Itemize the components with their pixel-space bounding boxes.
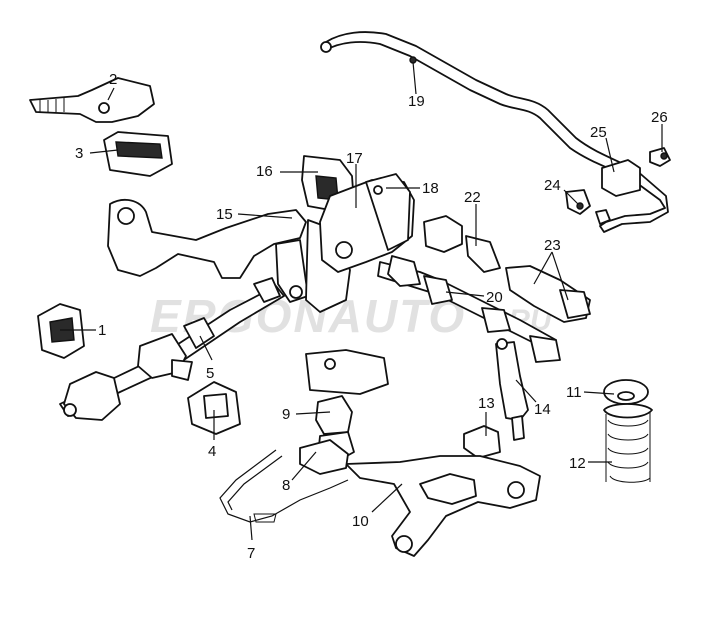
right-driveshaft xyxy=(377,215,591,363)
shock-absorber xyxy=(463,338,529,459)
callout-15: 15 xyxy=(216,206,233,223)
rubber-mounts xyxy=(37,303,389,463)
callout-16: 16 xyxy=(256,163,273,180)
callout-2: 2 xyxy=(109,71,117,88)
callout-labels: 1 2 3 4 5 7 8 9 10 11 12 13 14 15 16 17 … xyxy=(75,71,668,562)
left-driveshaft xyxy=(59,277,285,421)
lower-control-arm xyxy=(219,439,541,557)
callout-14: 14 xyxy=(534,401,551,418)
callout-18: 18 xyxy=(422,180,439,197)
callout-23: 23 xyxy=(544,237,561,254)
callout-26: 26 xyxy=(651,109,668,126)
callout-20: 20 xyxy=(486,289,503,306)
differential-assembly xyxy=(301,155,415,273)
callout-7: 7 xyxy=(247,545,255,562)
callout-13: 13 xyxy=(478,395,495,412)
callout-22: 22 xyxy=(464,189,481,206)
handbrake-lever xyxy=(29,77,155,123)
callout-17: 17 xyxy=(346,150,363,167)
callout-9: 9 xyxy=(282,406,290,423)
callout-10: 10 xyxy=(352,513,369,530)
callout-24: 24 xyxy=(544,177,561,194)
callout-12: 12 xyxy=(569,455,586,472)
rear-subframe xyxy=(107,198,351,313)
callout-1: 1 xyxy=(98,322,106,339)
callout-3: 3 xyxy=(75,145,83,162)
callout-4: 4 xyxy=(208,443,216,460)
callout-11: 11 xyxy=(566,384,582,401)
callout-19: 19 xyxy=(408,93,425,110)
mounting-bracket xyxy=(103,131,173,177)
callout-5: 5 xyxy=(206,365,214,382)
callout-8: 8 xyxy=(282,477,290,494)
coil-spring xyxy=(603,379,653,483)
callout-25: 25 xyxy=(590,124,607,141)
callout-leaders xyxy=(60,61,663,541)
